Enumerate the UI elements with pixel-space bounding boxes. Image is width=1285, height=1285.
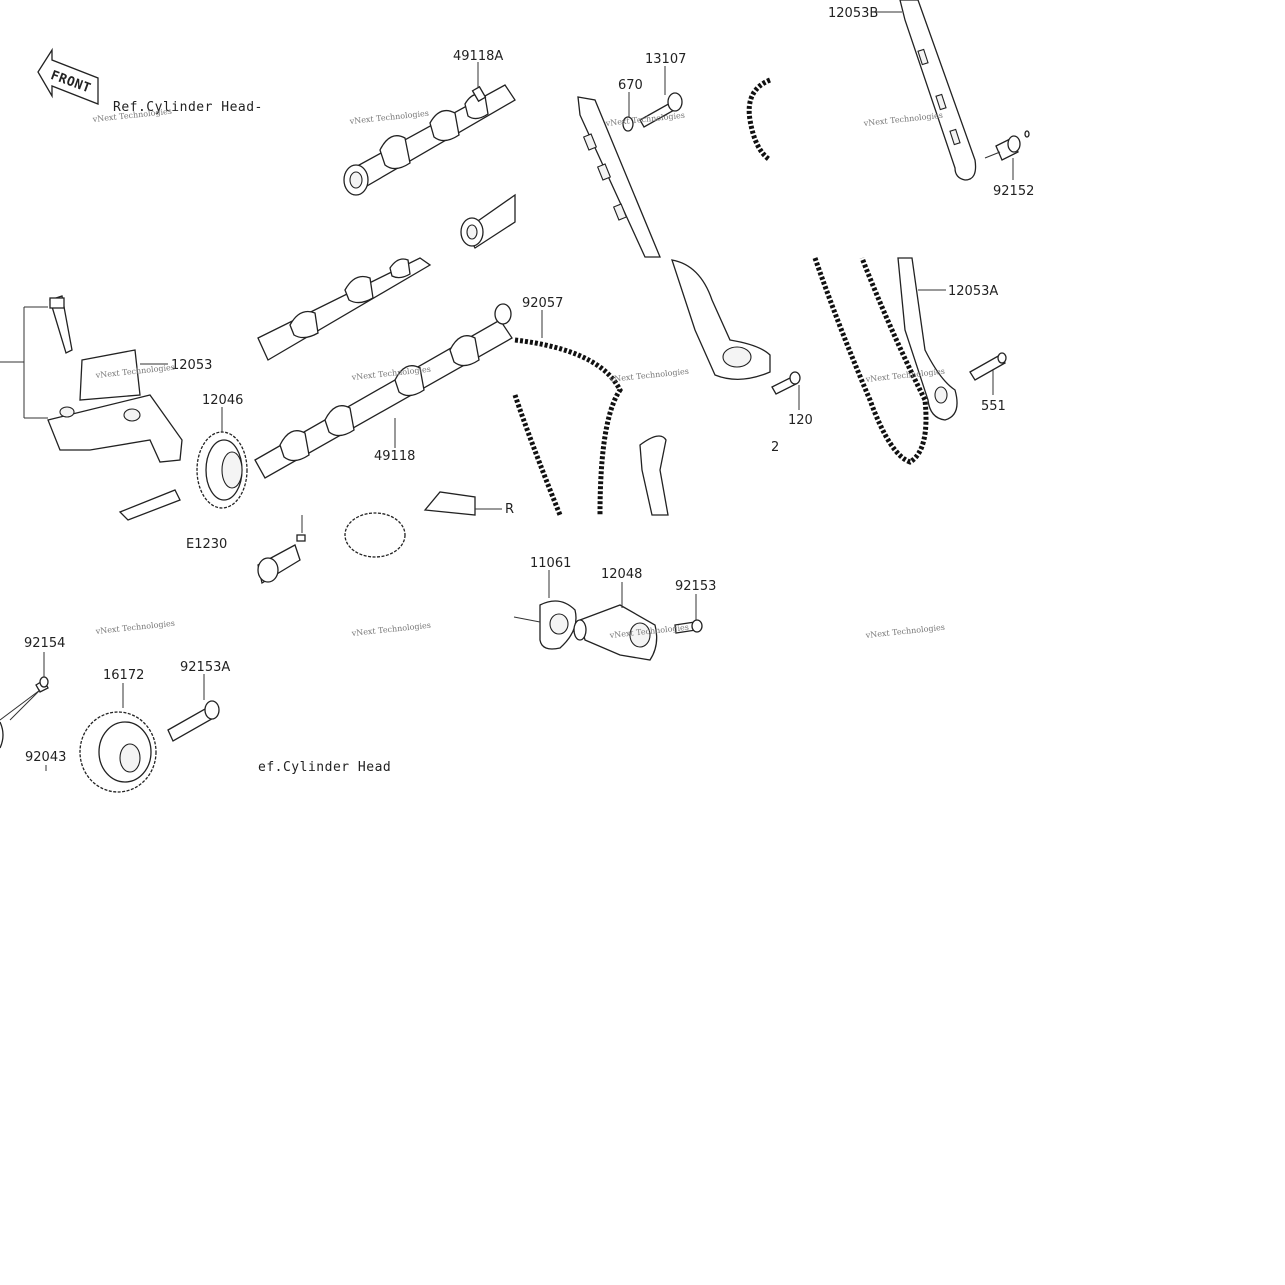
watermark: vNext Technologies — [348, 109, 429, 126]
watermark: vNext Technologies — [94, 619, 175, 636]
label-2: 2 — [771, 440, 779, 455]
bolt-120-part — [771, 371, 801, 395]
chain-guide-part — [577, 96, 661, 258]
camshaft-49118-part — [254, 257, 513, 479]
label-551: 551 — [981, 399, 1006, 414]
label-e1230: E1230 — [186, 537, 227, 552]
label-13107: 13107 — [645, 52, 686, 67]
label-92043: 92043 — [25, 750, 66, 765]
label-92152: 92152 — [993, 184, 1034, 199]
label-670: 670 — [618, 78, 643, 93]
label-120: 120 — [788, 413, 813, 428]
ref-cylinder-head-top: Ref.Cylinder Head- — [113, 100, 263, 115]
watermark: vNext Technologies — [608, 367, 689, 384]
label-92153a: 92153A — [180, 660, 230, 675]
label-16172: 16172 — [103, 668, 144, 683]
gear-12046-part — [118, 431, 248, 521]
bolt-92154-part — [35, 676, 49, 693]
watermark: vNext Technologies — [350, 621, 431, 638]
chain-guide-12053a-part — [897, 257, 958, 421]
bolt-92153-part — [674, 619, 703, 634]
label-12053a: 12053A — [948, 284, 998, 299]
front-arrow-icon: FRONT — [37, 47, 99, 105]
label-92057: 92057 — [522, 296, 563, 311]
label-92154: 92154 — [24, 636, 65, 651]
label-92153: 92153 — [675, 579, 716, 594]
tensioner-12048-part — [573, 604, 658, 661]
label-12048: 12048 — [601, 567, 642, 582]
watermark: vNext Technologies — [864, 623, 945, 640]
label-r: R — [505, 502, 514, 517]
washer-670-part — [622, 116, 634, 132]
label-49118: 49118 — [374, 449, 415, 464]
pin-551-part — [969, 352, 1007, 381]
label-12053: 12053 — [171, 358, 212, 373]
cam-chain-right-part — [812, 257, 929, 465]
watermark: vNext Technologies — [862, 111, 943, 128]
gasket-11061-part — [539, 600, 577, 650]
ref-cylinder-head-bottom: ef.Cylinder Head — [258, 760, 391, 775]
camshaft-end-part — [257, 491, 476, 585]
sprocket-16172-part — [79, 711, 157, 793]
collar-92152-part — [995, 130, 1030, 161]
watermark-group: vNext Technologies vNext Technologies vN… — [91, 107, 945, 640]
tensioner-guide-part — [639, 259, 771, 516]
bolt-13107-part — [639, 92, 683, 128]
label-11061: 11061 — [530, 556, 571, 571]
label-49118a: 49118A — [453, 49, 503, 64]
label-12046: 12046 — [202, 393, 243, 408]
chain-guide-12053b-part — [899, 0, 977, 181]
label-12053b: 12053B — [828, 6, 878, 21]
cam-chain-92057-part — [512, 337, 623, 516]
bolt-92153a-part — [167, 700, 220, 742]
camshaft-49118a-part — [343, 84, 516, 249]
camshaft-holder-12053-part — [47, 295, 183, 463]
